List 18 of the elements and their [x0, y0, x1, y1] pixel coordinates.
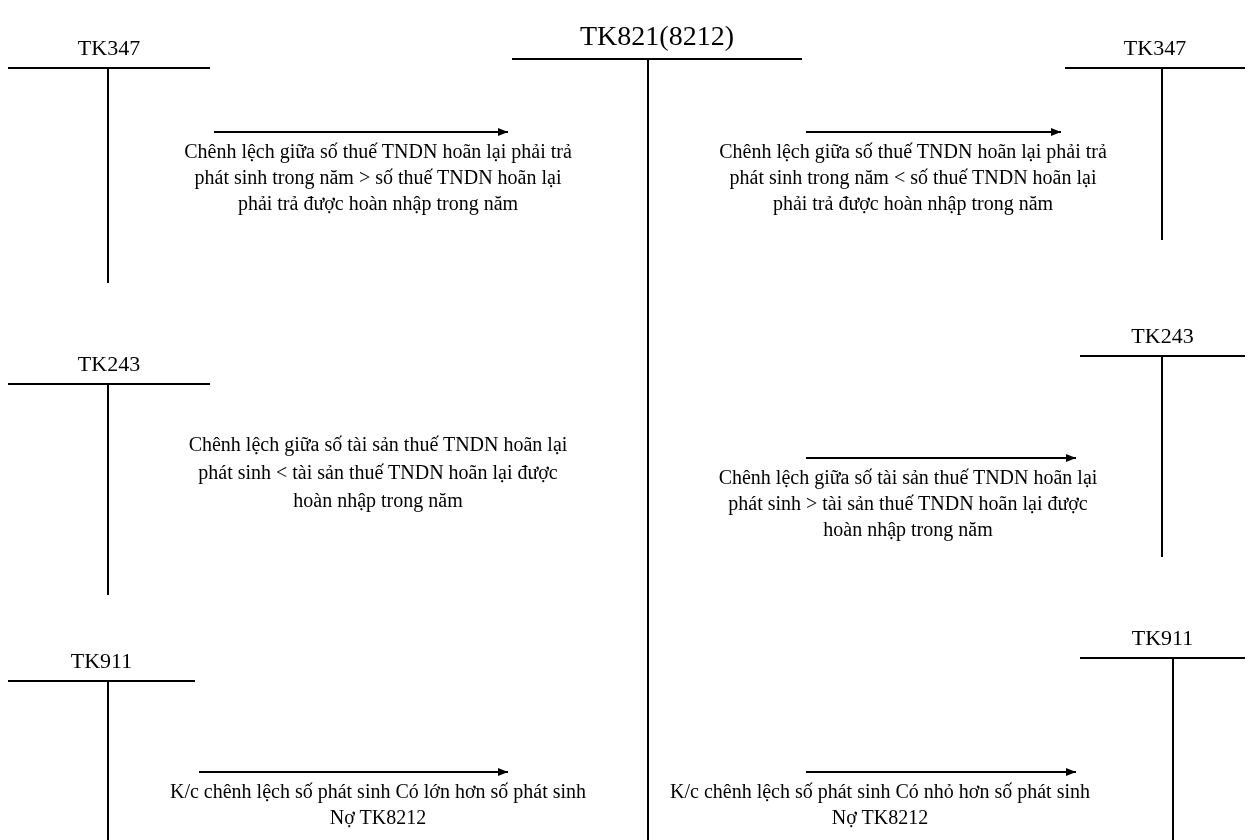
arrow — [805, 128, 1062, 136]
arrow — [213, 128, 509, 136]
arrow — [198, 768, 509, 776]
account-name: TK243 — [76, 353, 142, 375]
arrow — [805, 768, 1077, 776]
edge-label: Chênh lệch giữa số thuế TNDN hoãn lại phải trả phát sinh trong năm < số thuế TNDN hoãn lại phải trả được hoàn nhập trong năm — [718, 139, 1108, 216]
account-name: TK821(8212) — [579, 22, 735, 50]
account-name: TK347 — [1122, 37, 1188, 59]
account-name: TK243 — [1130, 325, 1195, 347]
edge-label: K/c chênh lệch số phát sinh Có nhỏ hơn số phát sinh Nợ TK8212 — [670, 779, 1090, 830]
arrow — [805, 454, 1077, 462]
account-name: TK347 — [76, 37, 142, 59]
edge-label: K/c chênh lệch số phát sinh Có lớn hơn số phát sinh Nợ TK8212 — [168, 779, 588, 830]
account-name: TK911 — [69, 650, 134, 672]
account-name: TK911 — [1130, 627, 1195, 649]
note-text: Chênh lệch giữa số tài sản thuế TNDN hoãn lại phát sinh < tài sản thuế TNDN hoãn lại được hoàn nhập trong năm — [187, 432, 569, 514]
edge-label: Chênh lệch giữa số thuế TNDN hoãn lại phải trả phát sinh trong năm > số thuế TNDN hoãn lại phải trả được hoàn nhập trong năm — [183, 139, 573, 216]
edge-label: Chênh lệch giữa số tài sản thuế TNDN hoãn lại phát sinh > tài sản thuế TNDN hoãn lại được hoàn nhập trong năm — [717, 465, 1099, 542]
